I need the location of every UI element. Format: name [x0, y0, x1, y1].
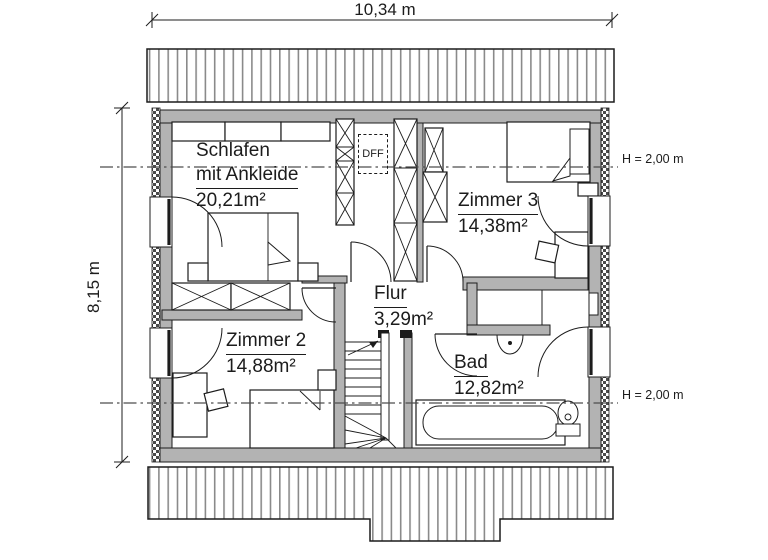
chair: [203, 388, 229, 412]
room-area: 3,29m²: [374, 309, 434, 330]
wall-schlafen-zimmer2: [161, 309, 303, 321]
walk-line-arrow: [369, 341, 378, 348]
radiator: [588, 292, 599, 316]
room-area: 12,82m²: [454, 378, 524, 399]
zimmer3-furniture: [422, 121, 599, 279]
pillow: [569, 128, 590, 175]
wall-zimmer3-bad: [462, 276, 589, 291]
height-marker-upper: H = 2,00 m: [622, 152, 684, 166]
bad-fixtures: [415, 289, 599, 446]
nightstand: [317, 369, 337, 391]
room-label-schlafen: Schlafen mit Ankleide 20,21m²: [196, 139, 299, 213]
exterior-wall-top: [159, 109, 602, 124]
room-label-flur: Flur 3,29m²: [374, 282, 433, 332]
double-bed: [207, 212, 299, 282]
room-name: Schlafen: [196, 140, 270, 161]
nightstand: [297, 262, 319, 282]
room-name: Flur: [374, 282, 407, 308]
dimension-line-left: [114, 101, 130, 469]
window: [587, 326, 611, 378]
wall-zimmer2-stairs: [333, 282, 346, 449]
wardrobe: [280, 121, 331, 142]
nightstand: [187, 262, 209, 282]
exterior-wall-hatch-right: [600, 107, 610, 463]
roof-window-marker: DFF: [358, 134, 388, 174]
window: [587, 195, 611, 247]
wall-stairs-bad: [403, 332, 413, 449]
height-section-lines: [100, 166, 618, 404]
room-area: 20,21m²: [196, 190, 266, 211]
window: [149, 196, 173, 248]
dimension-width-label: 10,34 m: [354, 0, 416, 19]
stair-stringer: [380, 332, 390, 441]
desk: [554, 231, 589, 279]
dimension-line-top: [145, 12, 619, 28]
wall-schlafen-zimmer3: [416, 122, 424, 283]
chair: [534, 240, 560, 264]
closet-x: [335, 118, 355, 226]
exterior-wall-left: [159, 122, 173, 449]
door-swings: [171, 195, 589, 379]
room-name: Zimmer 3: [458, 189, 539, 215]
wall-post-b: [400, 330, 412, 338]
dimension-height-label: 8,15 m: [84, 261, 103, 313]
shower: [476, 289, 543, 326]
window: [149, 327, 173, 379]
room-name-2: mit Ankleide: [196, 163, 299, 189]
room-name: Zimmer 2: [226, 329, 307, 355]
exterior-wall-bottom: [159, 447, 602, 463]
staircase: [344, 332, 397, 449]
closet-x: [393, 118, 418, 282]
nightstand: [577, 182, 599, 197]
roof-overhang-bottom: [147, 466, 614, 542]
schlafen-furniture: [171, 118, 418, 311]
desk: [172, 372, 208, 438]
bed: [506, 121, 591, 183]
blanket-fold: [267, 240, 292, 266]
room-name: Bad: [454, 351, 488, 377]
room-area: 14,38m²: [458, 216, 528, 237]
exterior-wall-hatch-left: [151, 107, 161, 463]
wall-shower: [466, 324, 551, 336]
height-marker-lower: H = 2,00 m: [622, 388, 684, 402]
bed: [249, 389, 335, 449]
ankleide-wardrobes: [171, 282, 291, 311]
zimmer2-furniture: [172, 369, 337, 449]
windows: [149, 195, 611, 379]
room-label-bad: Bad 12,82m²: [454, 351, 524, 401]
roof-overhang-top: [146, 48, 615, 103]
toilet: [555, 400, 581, 437]
bathtub: [415, 399, 566, 446]
closet-x: [422, 127, 448, 223]
exterior-wall-right: [588, 122, 602, 449]
room-area: 14,88m²: [226, 356, 296, 377]
room-label-zimmer3: Zimmer 3 14,38m²: [458, 189, 539, 239]
room-label-zimmer2: Zimmer 2 14,88m²: [226, 329, 307, 379]
